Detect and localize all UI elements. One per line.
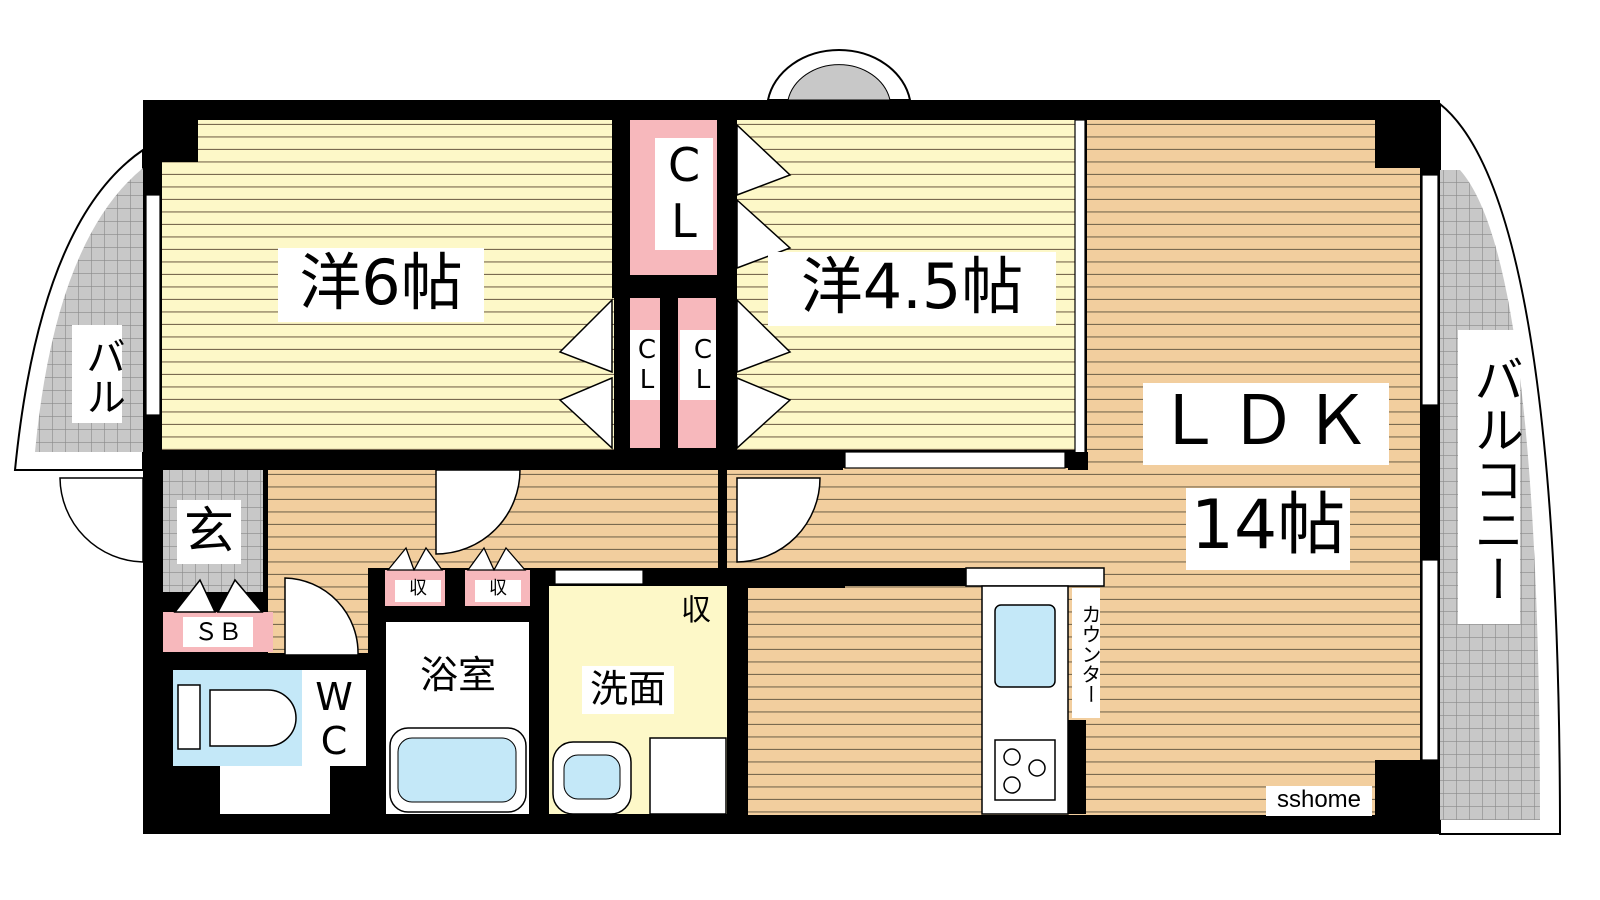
label-bg-counter (1072, 588, 1100, 718)
wall-bath-right (529, 580, 549, 834)
sliding-partition (1074, 119, 1086, 456)
watermark: sshome (1276, 786, 1362, 813)
kitchen-sink (994, 604, 1056, 688)
recess-left-inner (395, 580, 441, 602)
wall-mid-horizontal (143, 450, 843, 470)
closet-small-right-label-bg (680, 330, 716, 400)
shoebox-label-bg (183, 617, 253, 647)
room-label-bath: 浴室 (419, 653, 496, 697)
shoebox-label: ＳＢ (194, 618, 242, 646)
room-label-wc-w: W (315, 675, 353, 719)
closet-label-small-right: CL (688, 335, 718, 395)
recess-doors (386, 546, 527, 571)
ldk-post (1068, 452, 1088, 470)
room-label-wc-c: C (320, 719, 348, 763)
closet-label-big-c: C (667, 138, 701, 192)
label-bg-45 (768, 252, 1056, 326)
shoebox-doors (173, 578, 264, 613)
stove (994, 739, 1056, 801)
washing-machine (649, 737, 727, 815)
balcony-label-right: バルコニー (1466, 354, 1524, 604)
wall-bath-left (368, 568, 386, 834)
wall-wash-right (727, 580, 747, 834)
recess-right-inner (475, 580, 521, 602)
recess-label-right: 収 (489, 578, 507, 599)
entrance-door (59, 477, 144, 563)
toilet (177, 684, 297, 750)
label-bg-bath (412, 652, 504, 700)
room-label-washroom: 洗面 (589, 667, 666, 711)
label-bg-wash (582, 666, 674, 714)
closet-big (630, 120, 717, 275)
label-bg-entrance (177, 500, 241, 564)
wc-lower (220, 766, 330, 814)
counter-label: カウンター (1078, 604, 1102, 704)
wc-label-bg (302, 670, 366, 766)
windows (145, 174, 1439, 761)
recess-label-wash: 収 (681, 593, 711, 628)
watermark-bg (1266, 786, 1372, 816)
wall-kitchen (735, 568, 845, 588)
washbasin-water (563, 754, 621, 800)
label-bg-6 (278, 248, 484, 322)
wall-entry (143, 470, 163, 834)
balcony-label-left: バル (79, 336, 125, 416)
room-label-western-45: 洋4.5帖 (800, 250, 1024, 323)
room-label-entrance: 玄 (184, 502, 234, 560)
bathtub-water (397, 737, 517, 803)
wc-door (284, 577, 359, 656)
wall-closet-divider (660, 290, 678, 450)
label-bg-14 (1186, 488, 1350, 570)
kitchen-counter (965, 567, 1105, 587)
closet-label-big-l: L (671, 194, 697, 248)
interior-doors (435, 469, 821, 563)
room-label-ldk-size: 14帖 (1190, 486, 1346, 565)
label-bg-bal-left (72, 325, 122, 423)
room-label-ldk: ＬＤＫ (1154, 382, 1377, 461)
label-bg-bal-right (1458, 330, 1520, 624)
label-bg-ldk (1143, 383, 1389, 465)
counter-wall (1068, 720, 1086, 814)
closet-doors (558, 123, 792, 450)
bay-window (766, 49, 912, 101)
room-label-western-6: 洋6帖 (299, 246, 463, 319)
recess-label-left: 収 (409, 578, 427, 599)
closet-small-left-label-bg (630, 330, 660, 400)
closet-label-small-left: CL (632, 335, 662, 395)
